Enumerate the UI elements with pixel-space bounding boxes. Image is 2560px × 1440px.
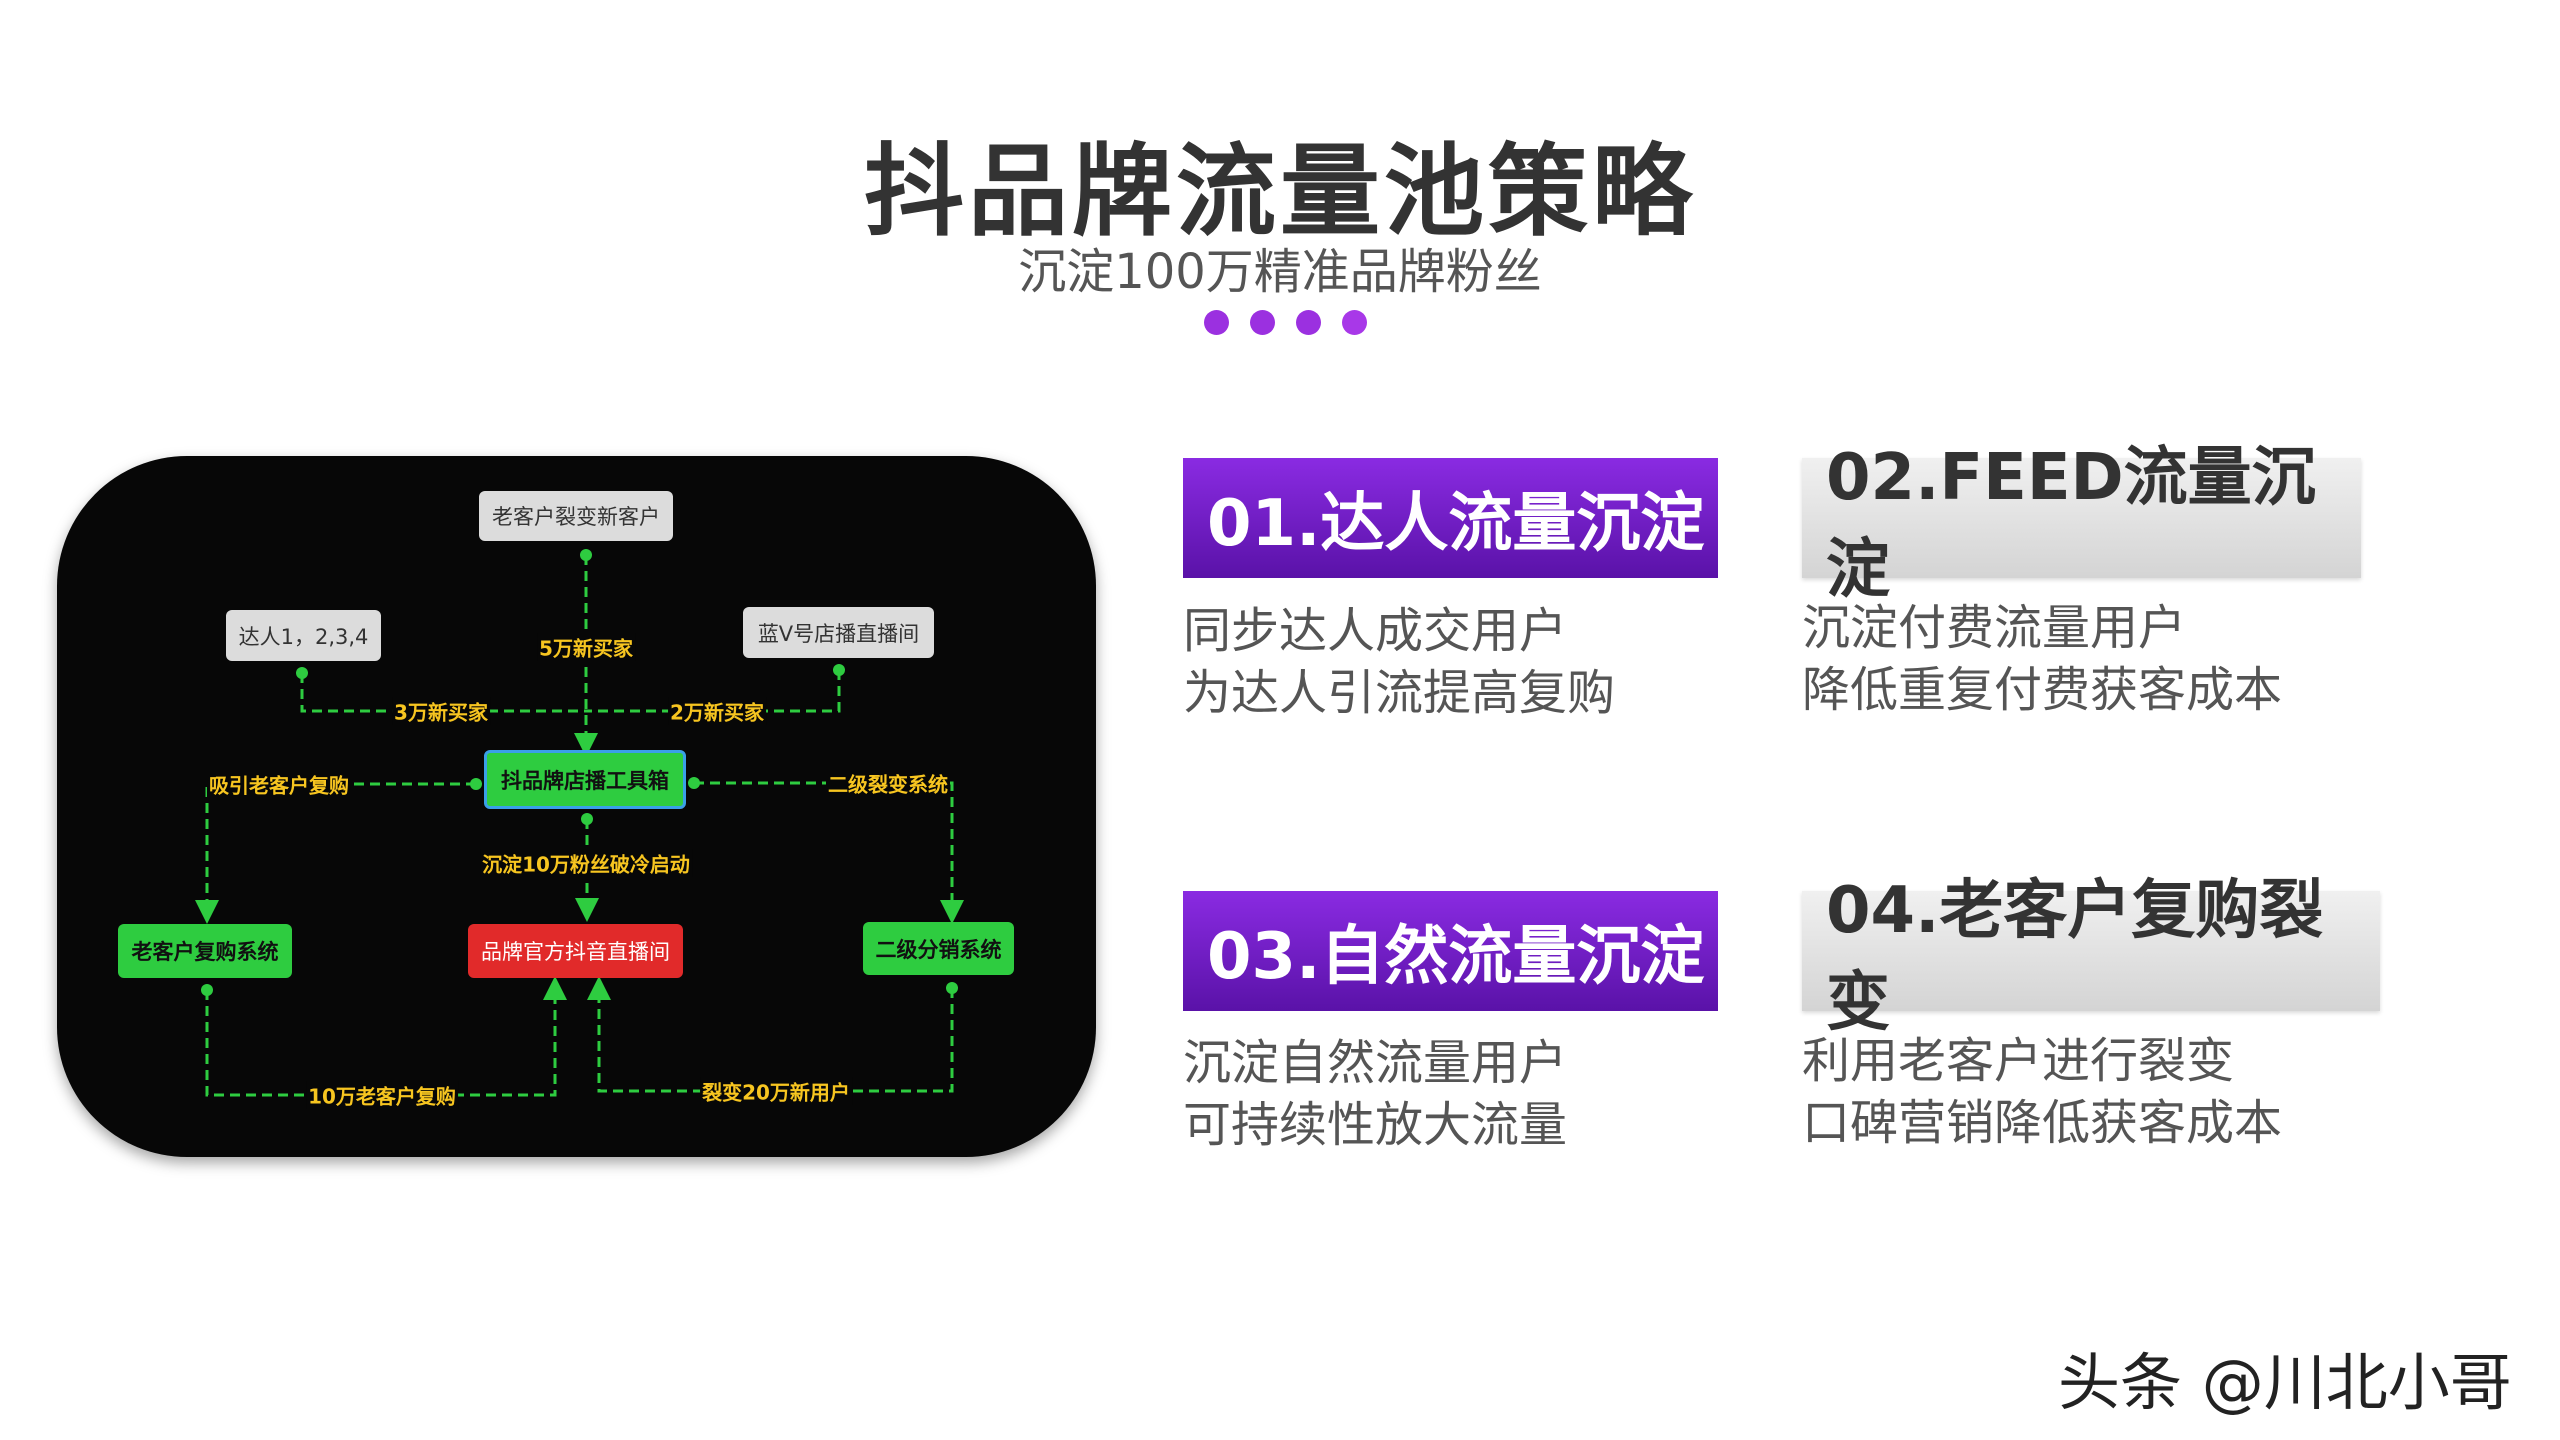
card-desc-line: 同步达人成交用户 [1183,603,1568,659]
label-attract: 吸引老客户复购 [207,769,351,799]
node-distribution: 二级分销系统 [863,922,1014,975]
connector-left [195,782,476,924]
connector-dot [581,813,593,825]
label-repurchase-10w: 10万老客户复购 [306,1080,458,1110]
connector-repurchase [205,976,567,1097]
card-desc-03: 沉淀自然流量用户 可持续性放大流量 [1183,1032,1567,1156]
card-desc-line: 降低重复付费获客成本 [1802,662,2283,718]
card-title-03: 03.自然流量沉淀 [1183,891,1718,1011]
page-subtitle: 沉淀100万精准品牌粉丝 [1018,244,1542,300]
connector-dot [833,664,845,676]
card-title-01: 01.达人流量沉淀 [1183,458,1718,578]
connector-right [694,781,964,924]
label-5w: 5万新买家 [537,632,635,662]
node-bluev: 蓝V号店播直播间 [743,607,934,658]
card-desc-line: 沉淀自然流量用户 [1183,1035,1568,1091]
connector-dot [946,982,958,994]
decor-dot [1296,310,1321,335]
card-desc-01: 同步达人成交用户 为达人引流提高复购 [1183,600,1615,724]
card-desc-line: 为达人引流提高复购 [1183,665,1616,721]
connector-dot [470,778,482,790]
connector-influencers [300,673,586,713]
card-desc-line: 可持续性放大流量 [1183,1097,1568,1153]
node-toolbox: 抖品牌店播工具箱 [484,750,686,809]
connector-dot [296,667,308,679]
card-desc-line: 口碑营销降低获客成本 [1802,1095,2283,1151]
label-fission-20w: 裂变20万新用户 [700,1076,852,1106]
card-desc-04: 利用老客户进行裂变 口碑营销降低获客成本 [1802,1030,2282,1154]
node-official-live: 品牌官方抖音直播间 [468,924,683,978]
connector-dot [580,549,592,561]
node-influencers: 达人1，2,3,4 [226,610,381,661]
watermark: 头条 @川北小哥 [2058,1346,2512,1419]
card-desc-line: 利用老客户进行裂变 [1802,1033,2235,1089]
card-title-02: 02.FEED流量沉淀 [1802,441,2361,607]
node-old-to-new: 老客户裂变新客户 [479,491,673,541]
decor-dot [1342,310,1367,335]
label-2w: 2万新买家 [668,696,766,726]
card-desc-line: 沉淀付费流量用户 [1802,600,2187,656]
decor-dot [1204,310,1229,335]
label-coldstart: 沉淀10万粉丝破冷启动 [480,848,692,878]
label-3w: 3万新买家 [392,696,490,726]
connector-dot [201,984,213,996]
card-desc-02: 沉淀付费流量用户 降低重复付费获客成本 [1802,597,2282,721]
connector-dot [688,777,700,789]
node-repurchase: 老客户复购系统 [118,924,292,978]
label-fission: 二级裂变系统 [826,768,950,798]
page-title: 抖品牌流量池策略 [864,133,1696,250]
card-title-04: 04.老客户复购裂变 [1802,874,2380,1040]
decor-dot [1250,310,1275,335]
